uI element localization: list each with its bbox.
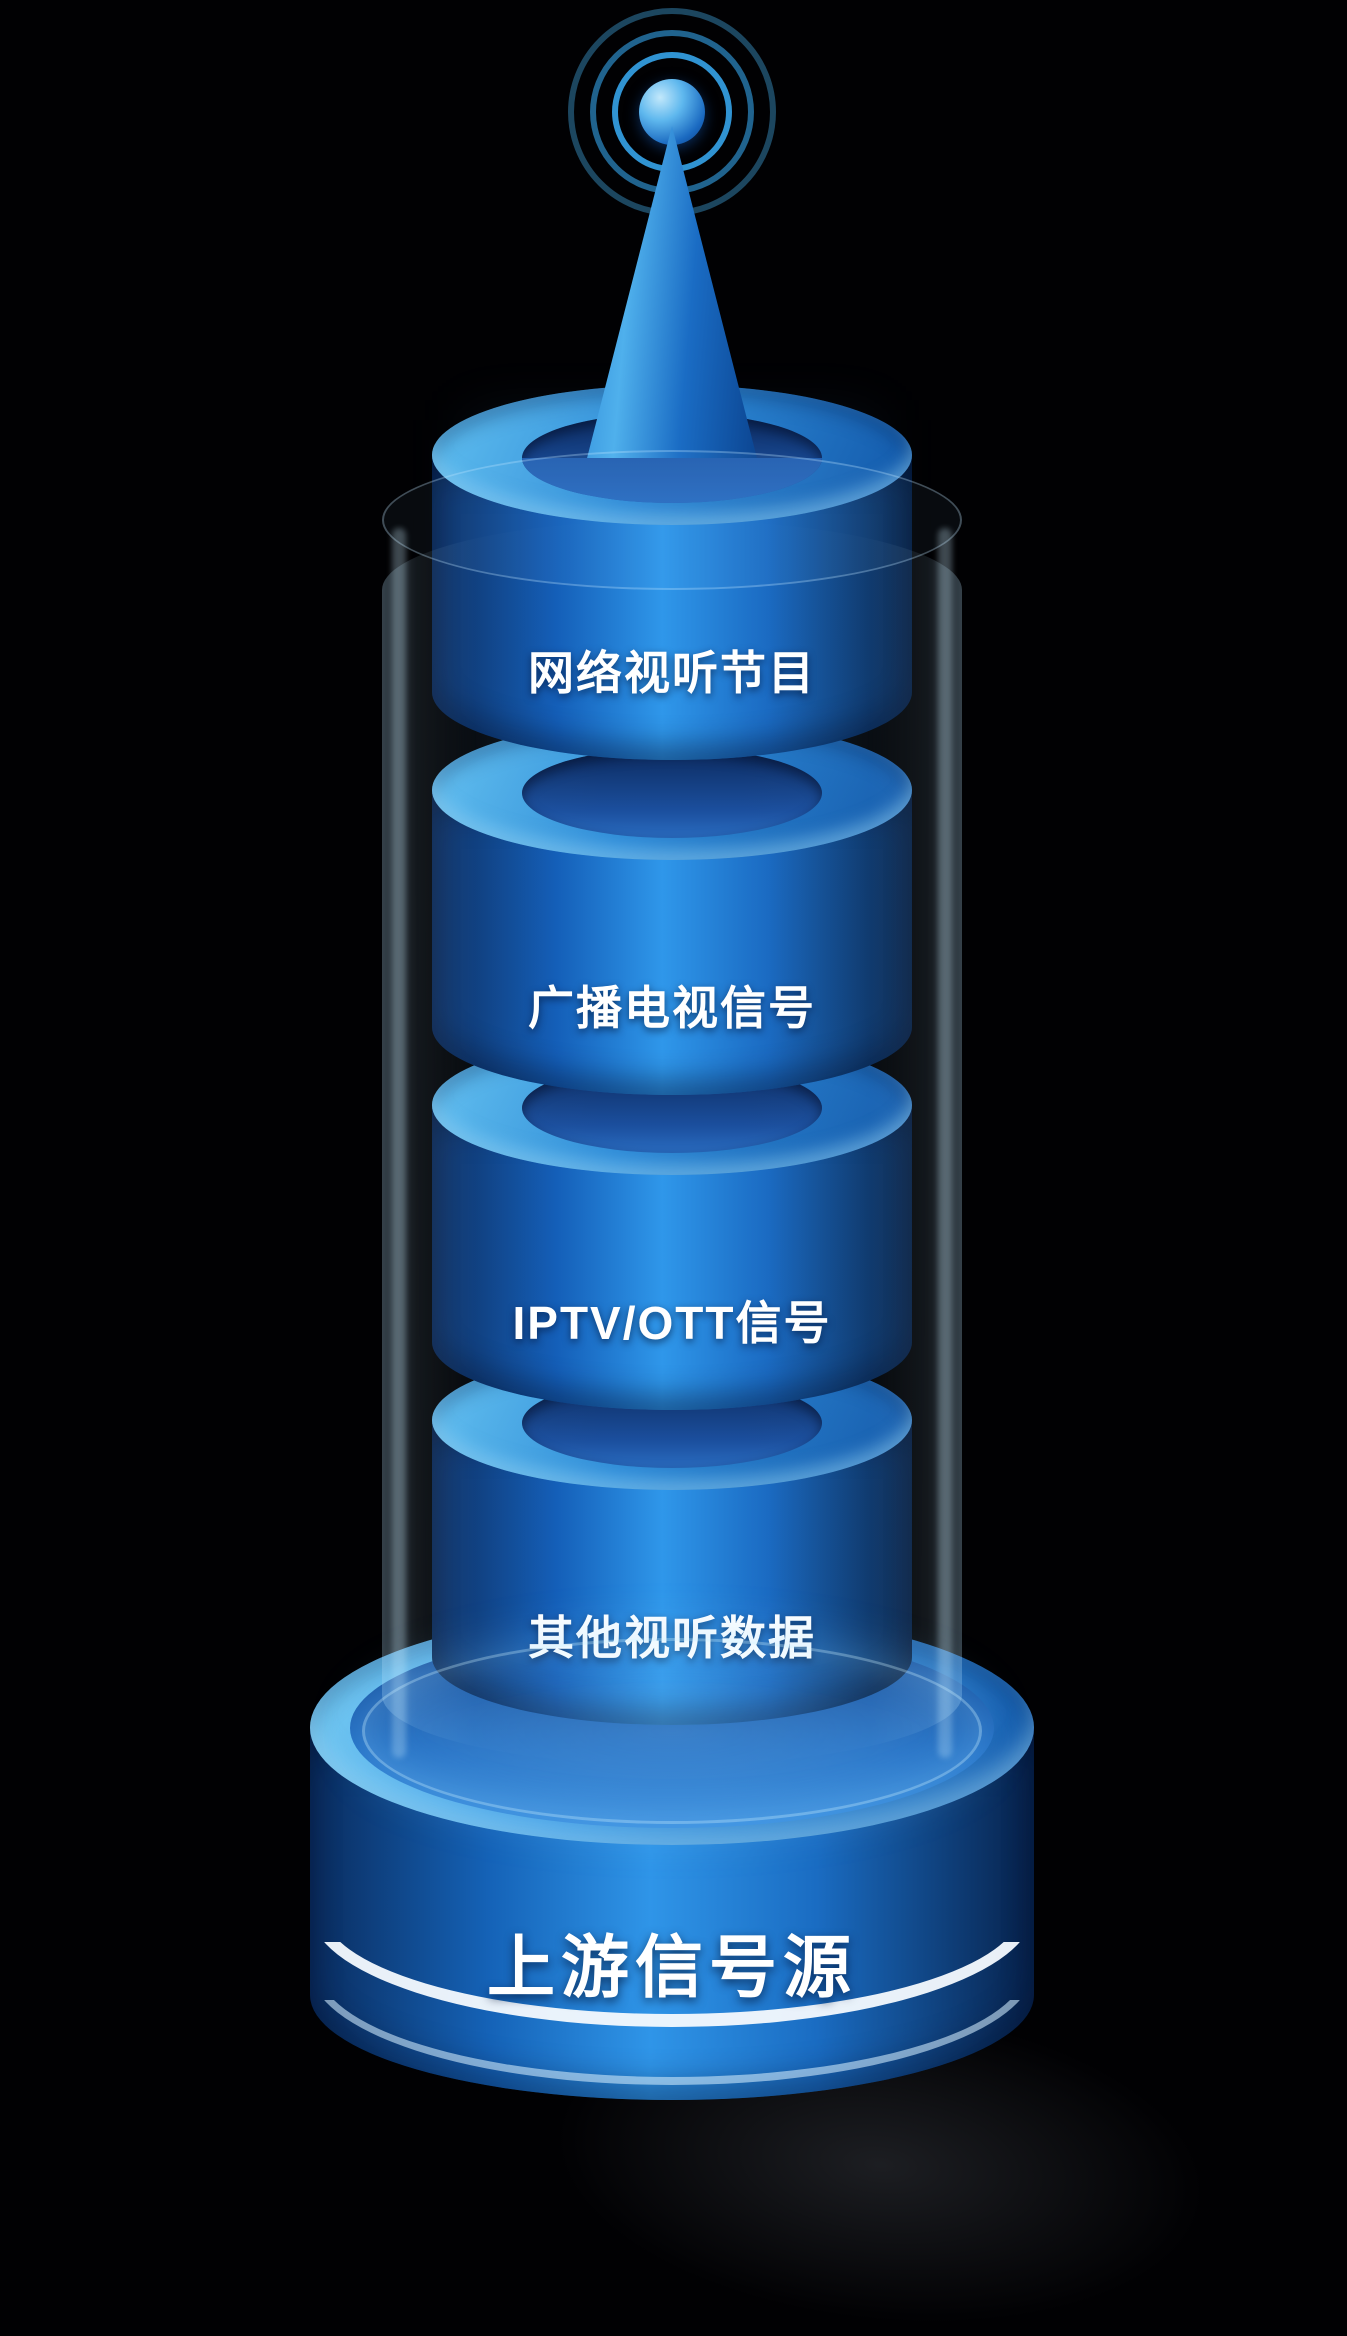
glass-tube [382,520,962,1765]
glass-highlight-right [938,528,952,1758]
glass-top-rim [382,450,962,590]
base-stripe-2 [310,2000,1034,2085]
base-label: 上游信号源 [486,1930,857,2006]
segment-label: 广播电视信号 [432,972,912,1038]
cylinder-segment-3: IPTV/OTT信号 [432,1035,912,1415]
segment-recess [522,748,822,838]
glass-base-ring [362,1638,982,1824]
segment-label: IPTV/OTT信号 [432,1287,912,1353]
segment-label: 网络视听节目 [432,637,912,703]
glass-highlight-left [392,528,406,1758]
